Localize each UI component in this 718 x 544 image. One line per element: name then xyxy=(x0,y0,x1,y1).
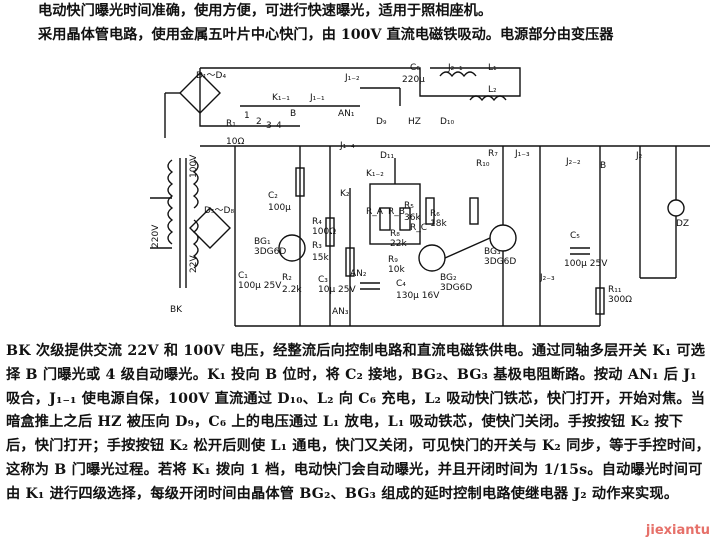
label-j2-1: J₂₋₁ xyxy=(447,63,463,73)
label-c5-val: 100μ 25V xyxy=(564,259,608,269)
label-bg2-type: 3DG6D xyxy=(440,283,472,293)
label-d1-d4: D₁～D₄ xyxy=(196,71,226,81)
label-b: B xyxy=(290,109,296,119)
circuit-labels: D₁～D₄ D₅～D₈ K₁₋₁ J₁₋₁ J₁₋₂ 220μ C₆ J₂₋₁ … xyxy=(151,63,689,317)
label-c3: C₃ xyxy=(318,275,328,285)
label-22v: 22V xyxy=(189,255,199,273)
label-c1: C₁ xyxy=(238,271,248,281)
label-an3: AN₃ xyxy=(332,307,349,317)
label-r11-val: 300Ω xyxy=(608,295,632,305)
label-dz: DZ xyxy=(676,219,689,229)
label-ra: R_A xyxy=(366,207,384,217)
label-an1: AN₁ xyxy=(338,109,355,119)
label-sw-1: 1 xyxy=(244,111,250,121)
label-c1-val: 100μ 25V xyxy=(238,281,282,291)
label-r4-val: 100Ω xyxy=(312,227,336,237)
label-sw-4: 4 xyxy=(276,121,282,131)
label-j1-2: J₁₋₂ xyxy=(344,73,360,83)
label-r5-val: 36k xyxy=(404,213,421,223)
label-sw-b: B xyxy=(600,161,606,171)
label-d11: D₁₁ xyxy=(380,151,395,161)
label-bg3-type: 3DG6D xyxy=(484,257,516,267)
label-r8-val: 22k xyxy=(390,239,407,249)
label-c2-val: 100μ xyxy=(268,203,291,213)
label-l2: L₂ xyxy=(488,85,497,95)
label-k2: K₂ xyxy=(340,189,350,199)
label-c6: C₆ xyxy=(410,63,420,73)
label-rc: R_C xyxy=(410,223,427,233)
label-220v: 220V xyxy=(151,224,161,248)
label-sw-2: 2 xyxy=(256,117,262,127)
label-bg2: BG₂ xyxy=(440,273,457,283)
label-k1-2: K₁₋₂ xyxy=(366,169,384,179)
label-100v: 100V xyxy=(189,154,199,178)
circuit-wires xyxy=(150,67,710,327)
label-c5: C₅ xyxy=(570,231,580,241)
label-r3-val: 15k xyxy=(312,253,329,263)
label-r2-val: 2.2k xyxy=(282,285,302,295)
label-c4: C₄ xyxy=(396,279,406,289)
label-an2: AN₂ xyxy=(350,269,367,279)
label-rb: R_B xyxy=(388,207,405,217)
label-l1: L₁ xyxy=(488,63,497,73)
label-hz: HZ xyxy=(408,117,421,127)
label-r3: R₃ xyxy=(312,241,322,251)
label-r10: R₁₀ xyxy=(476,159,490,169)
label-d9: D₉ xyxy=(376,117,387,127)
label-r9-val: 10k xyxy=(388,265,405,275)
label-d5-d8: D₅～D₈ xyxy=(204,206,234,216)
label-j1-3: J₁₋₃ xyxy=(514,149,530,159)
intro-line-1: 电动快门曝光时间准确，使用方便，可进行快速曝光，适用于照相座机。 xyxy=(38,3,493,19)
label-r6-val: 18k xyxy=(430,219,447,229)
label-r8: R₈ xyxy=(390,229,400,239)
label-k1-1: K₁₋₁ xyxy=(272,93,290,103)
circuit-diagram: D₁～D₄ D₅～D₈ K₁₋₁ J₁₋₁ J₁₋₂ 220μ C₆ J₂₋₁ … xyxy=(150,63,710,327)
label-sw-3: 3 xyxy=(266,121,272,131)
label-r1: R₁ xyxy=(226,119,236,129)
description-paragraph: BK 次级提供交流 22V 和 100V 电压，经整流后向控制电路和直流电磁铁供… xyxy=(6,343,710,502)
intro-line-2: 采用晶体管电路，使用金属五叶片中心快门，由 100V 直流电磁铁吸动。电源部分由… xyxy=(38,27,614,43)
label-bg1-type: 3DG6D xyxy=(254,247,286,257)
watermark: jiexiantu xyxy=(645,523,710,538)
label-r5: R₅ xyxy=(404,201,414,211)
label-bk: BK xyxy=(170,305,183,315)
label-r1-val: 10Ω xyxy=(226,137,244,147)
label-r7: R₇ xyxy=(488,149,498,159)
label-j2-3: J₂₋₃ xyxy=(539,273,555,283)
label-bg1: BG₁ xyxy=(254,237,271,247)
label-c2: C₂ xyxy=(268,191,278,201)
label-r4: R₄ xyxy=(312,217,322,227)
label-j2-2: J₂₋₂ xyxy=(565,157,581,167)
label-bg3: BG₃ xyxy=(484,247,501,257)
label-c3-val: 10μ 25V xyxy=(318,285,356,295)
label-c4-val: 130μ 16V xyxy=(396,291,440,301)
label-j1-1: J₁₋₁ xyxy=(309,93,325,103)
label-r11: R₁₁ xyxy=(608,285,622,295)
label-r2: R₂ xyxy=(282,273,292,283)
label-c6-val: 220μ xyxy=(402,75,425,85)
label-j1-4: J₁₋₄ xyxy=(339,141,355,151)
label-d10: D₁₀ xyxy=(440,117,455,127)
label-r9: R₉ xyxy=(388,255,398,265)
label-r6: R₆ xyxy=(430,209,440,219)
label-j2: J₂ xyxy=(635,151,643,161)
